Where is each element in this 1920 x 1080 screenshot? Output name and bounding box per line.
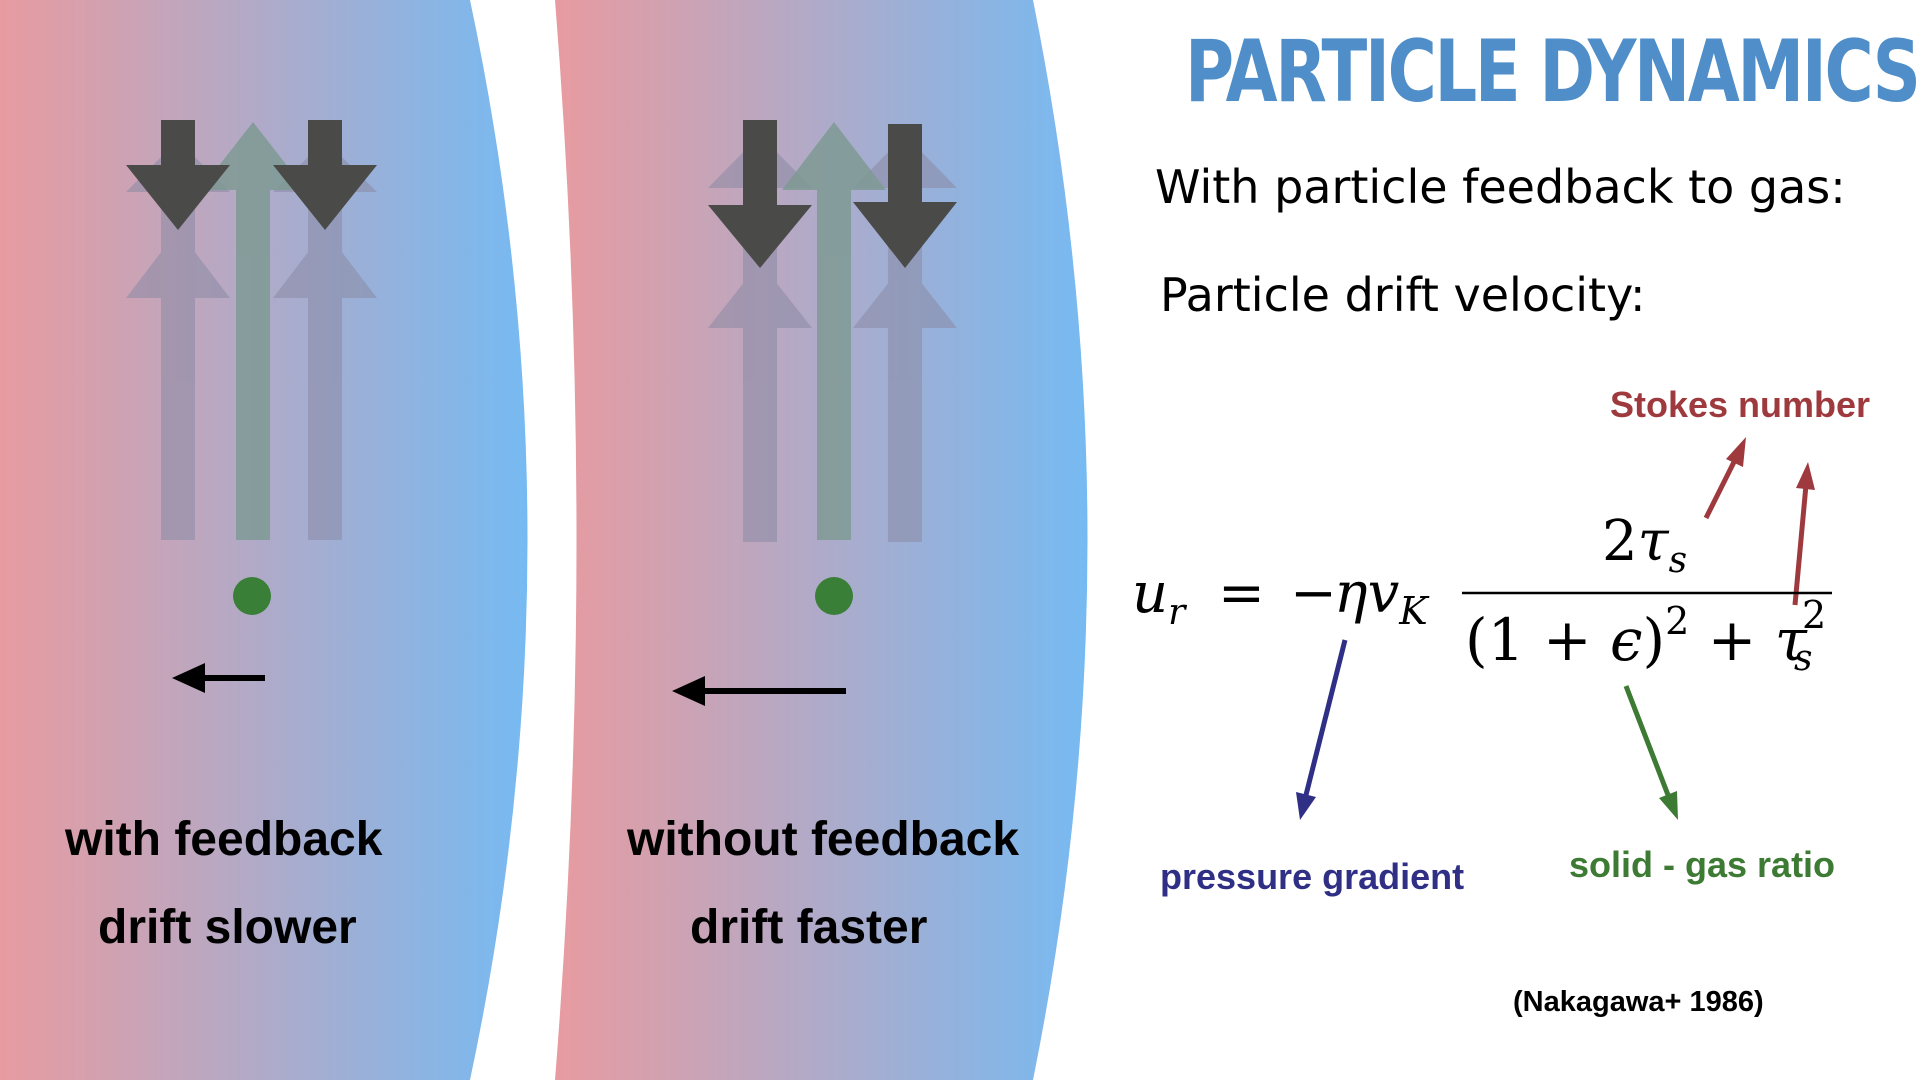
pressure-arrow [1296,639,1348,820]
stokes-arrow-1 [1703,437,1746,520]
stokes-number-label: Stokes number [1610,384,1871,425]
arrow-group-left [126,120,377,540]
stokes-arrow-2 [1792,462,1815,606]
svg-text:ηvK: ηvK [1334,561,1430,633]
solid-gas-ratio-label: solid - gas ratio [1569,844,1836,885]
svg-text:ur: ur [1132,561,1187,633]
particle-dot-left [233,577,271,615]
svg-text:2τs: 2τs [1602,509,1687,581]
svg-text:=: = [1218,561,1265,626]
slide-title: PARTICLE DYNAMICS [1185,22,1920,122]
drift-velocity-equation: ur = − ηvK 2τs (1 + ϵ)2 + τ 2 s [1132,509,1826,679]
pressure-gradient-label: pressure gradient [1160,856,1465,897]
particle-dot-right [815,577,853,615]
right-panel-label-1: without feedback [627,813,1020,866]
left-panel-label-1: with feedback [65,813,383,866]
svg-text:−: − [1290,561,1337,626]
right-panel-label-2: drift faster [690,901,928,954]
svg-text:s: s [1794,638,1812,679]
svg-text:2: 2 [1802,593,1826,637]
drift-arrow-right [672,676,846,706]
citation: (Nakagawa+ 1986) [1513,986,1764,1018]
svg-text:(1 + ϵ)2 + τ: (1 + ϵ)2 + τ [1465,599,1808,674]
drift-arrow-left [172,663,265,693]
ratio-arrow [1623,685,1678,820]
arrow-group-right [708,120,957,542]
velocity-subtitle: Particle drift velocity: [1160,268,1646,322]
feedback-subtitle: With particle feedback to gas: [1155,160,1846,214]
left-panel-label-2: drift slower [98,901,357,954]
